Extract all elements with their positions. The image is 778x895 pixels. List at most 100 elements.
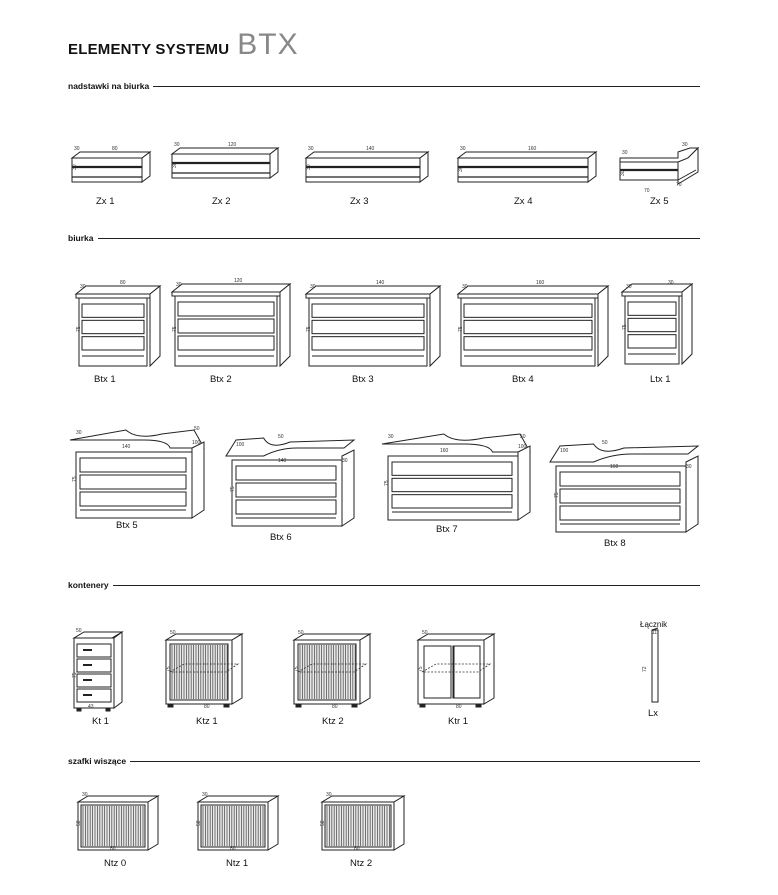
element-code: Zx 2 <box>212 196 231 207</box>
furniture-drawing <box>170 282 292 368</box>
dimension-label: 75 <box>76 326 82 332</box>
desk-top <box>381 433 531 453</box>
dimension-label: 80 <box>110 846 116 852</box>
section-label: szafki wiszące <box>68 756 127 766</box>
desk-top <box>225 437 356 457</box>
foot <box>295 703 302 708</box>
caster <box>105 707 111 712</box>
dimension-label: 30 <box>76 430 82 436</box>
furniture-drawing <box>76 795 160 851</box>
element-code: Btx 6 <box>270 532 292 543</box>
furniture-drawing <box>74 284 162 368</box>
surface <box>620 283 694 293</box>
glass-door <box>423 645 452 699</box>
surface <box>292 633 372 641</box>
panel <box>311 319 425 335</box>
dimension-label: 50 <box>520 434 526 440</box>
surface <box>429 284 441 368</box>
section-rule <box>112 584 700 586</box>
element-code: Ktz 1 <box>196 716 218 727</box>
dimension-label: 100 <box>192 440 201 446</box>
dimension-label: 50 <box>298 630 304 636</box>
section-label: biurka <box>68 233 94 243</box>
dimension-label: 75 <box>72 672 78 678</box>
dimension-label: 30 <box>172 162 178 168</box>
element-code: Zx 3 <box>350 196 369 207</box>
panel <box>463 336 593 351</box>
dimension-label: 75 <box>458 326 464 332</box>
element-code: Btx 4 <box>512 374 534 385</box>
dimension-label: 120 <box>234 278 243 284</box>
surface <box>320 795 406 803</box>
dimension-label: 58 <box>196 820 202 826</box>
surface <box>164 633 244 641</box>
desk-top <box>69 429 205 449</box>
panel <box>79 474 187 490</box>
panel <box>559 471 681 487</box>
section-biurka: biurka <box>68 232 700 244</box>
brand-text: BTX <box>237 28 299 61</box>
dimension-label: 75 <box>622 324 628 330</box>
shelf-outline <box>169 663 240 673</box>
panel <box>627 301 677 316</box>
panel <box>75 293 151 299</box>
shelf-outline <box>421 663 492 673</box>
surface <box>196 795 280 803</box>
furniture-drawing <box>456 151 598 183</box>
surface <box>359 633 371 705</box>
dimension-label: 80 <box>120 280 126 286</box>
dimension-label: 30 <box>458 166 464 172</box>
dimension-label: 75 <box>230 486 236 492</box>
dimension-label: 80 <box>204 704 210 710</box>
dimension-label: 30 <box>80 284 86 290</box>
furniture-drawing <box>292 633 372 708</box>
element-code: Zx 1 <box>96 196 115 207</box>
furniture-drawing <box>72 631 124 712</box>
element-code: Ntz 2 <box>350 858 373 869</box>
dimension-label: 30 <box>388 434 394 440</box>
surface <box>231 633 243 705</box>
dimension-label: 75 <box>172 326 178 332</box>
surface <box>170 147 280 155</box>
surface <box>419 151 429 183</box>
panel <box>177 318 275 334</box>
panel <box>79 457 187 473</box>
dimension-label: 30 <box>462 284 468 290</box>
surface <box>681 282 693 366</box>
dimension-label: 75 <box>384 480 390 486</box>
title-text: ELEMENTY SYSTEMU <box>68 41 230 58</box>
edge-line <box>651 627 659 631</box>
furniture-drawing <box>456 284 610 368</box>
panel <box>627 334 677 349</box>
surface <box>304 285 442 295</box>
dimension-label: 30 <box>326 792 332 798</box>
panel <box>235 499 337 515</box>
panel <box>627 317 677 333</box>
panel <box>235 482 337 498</box>
dimension-label: 30 <box>74 146 80 152</box>
panel <box>305 293 431 299</box>
surface <box>113 631 123 709</box>
dimension-label: 30 <box>682 142 688 148</box>
surface <box>269 147 279 179</box>
furniture-drawing <box>196 795 280 851</box>
furniture-drawing <box>225 437 356 527</box>
foot <box>419 703 426 708</box>
dimension-label: 50 <box>602 440 608 446</box>
surface <box>76 795 160 803</box>
element-code: Ntz 0 <box>104 858 127 869</box>
panel <box>171 153 271 179</box>
surface <box>416 633 496 641</box>
dimension-label: 80 <box>230 846 236 852</box>
dimension-label: 50 <box>278 434 284 440</box>
dimension-label: 80 <box>456 704 462 710</box>
